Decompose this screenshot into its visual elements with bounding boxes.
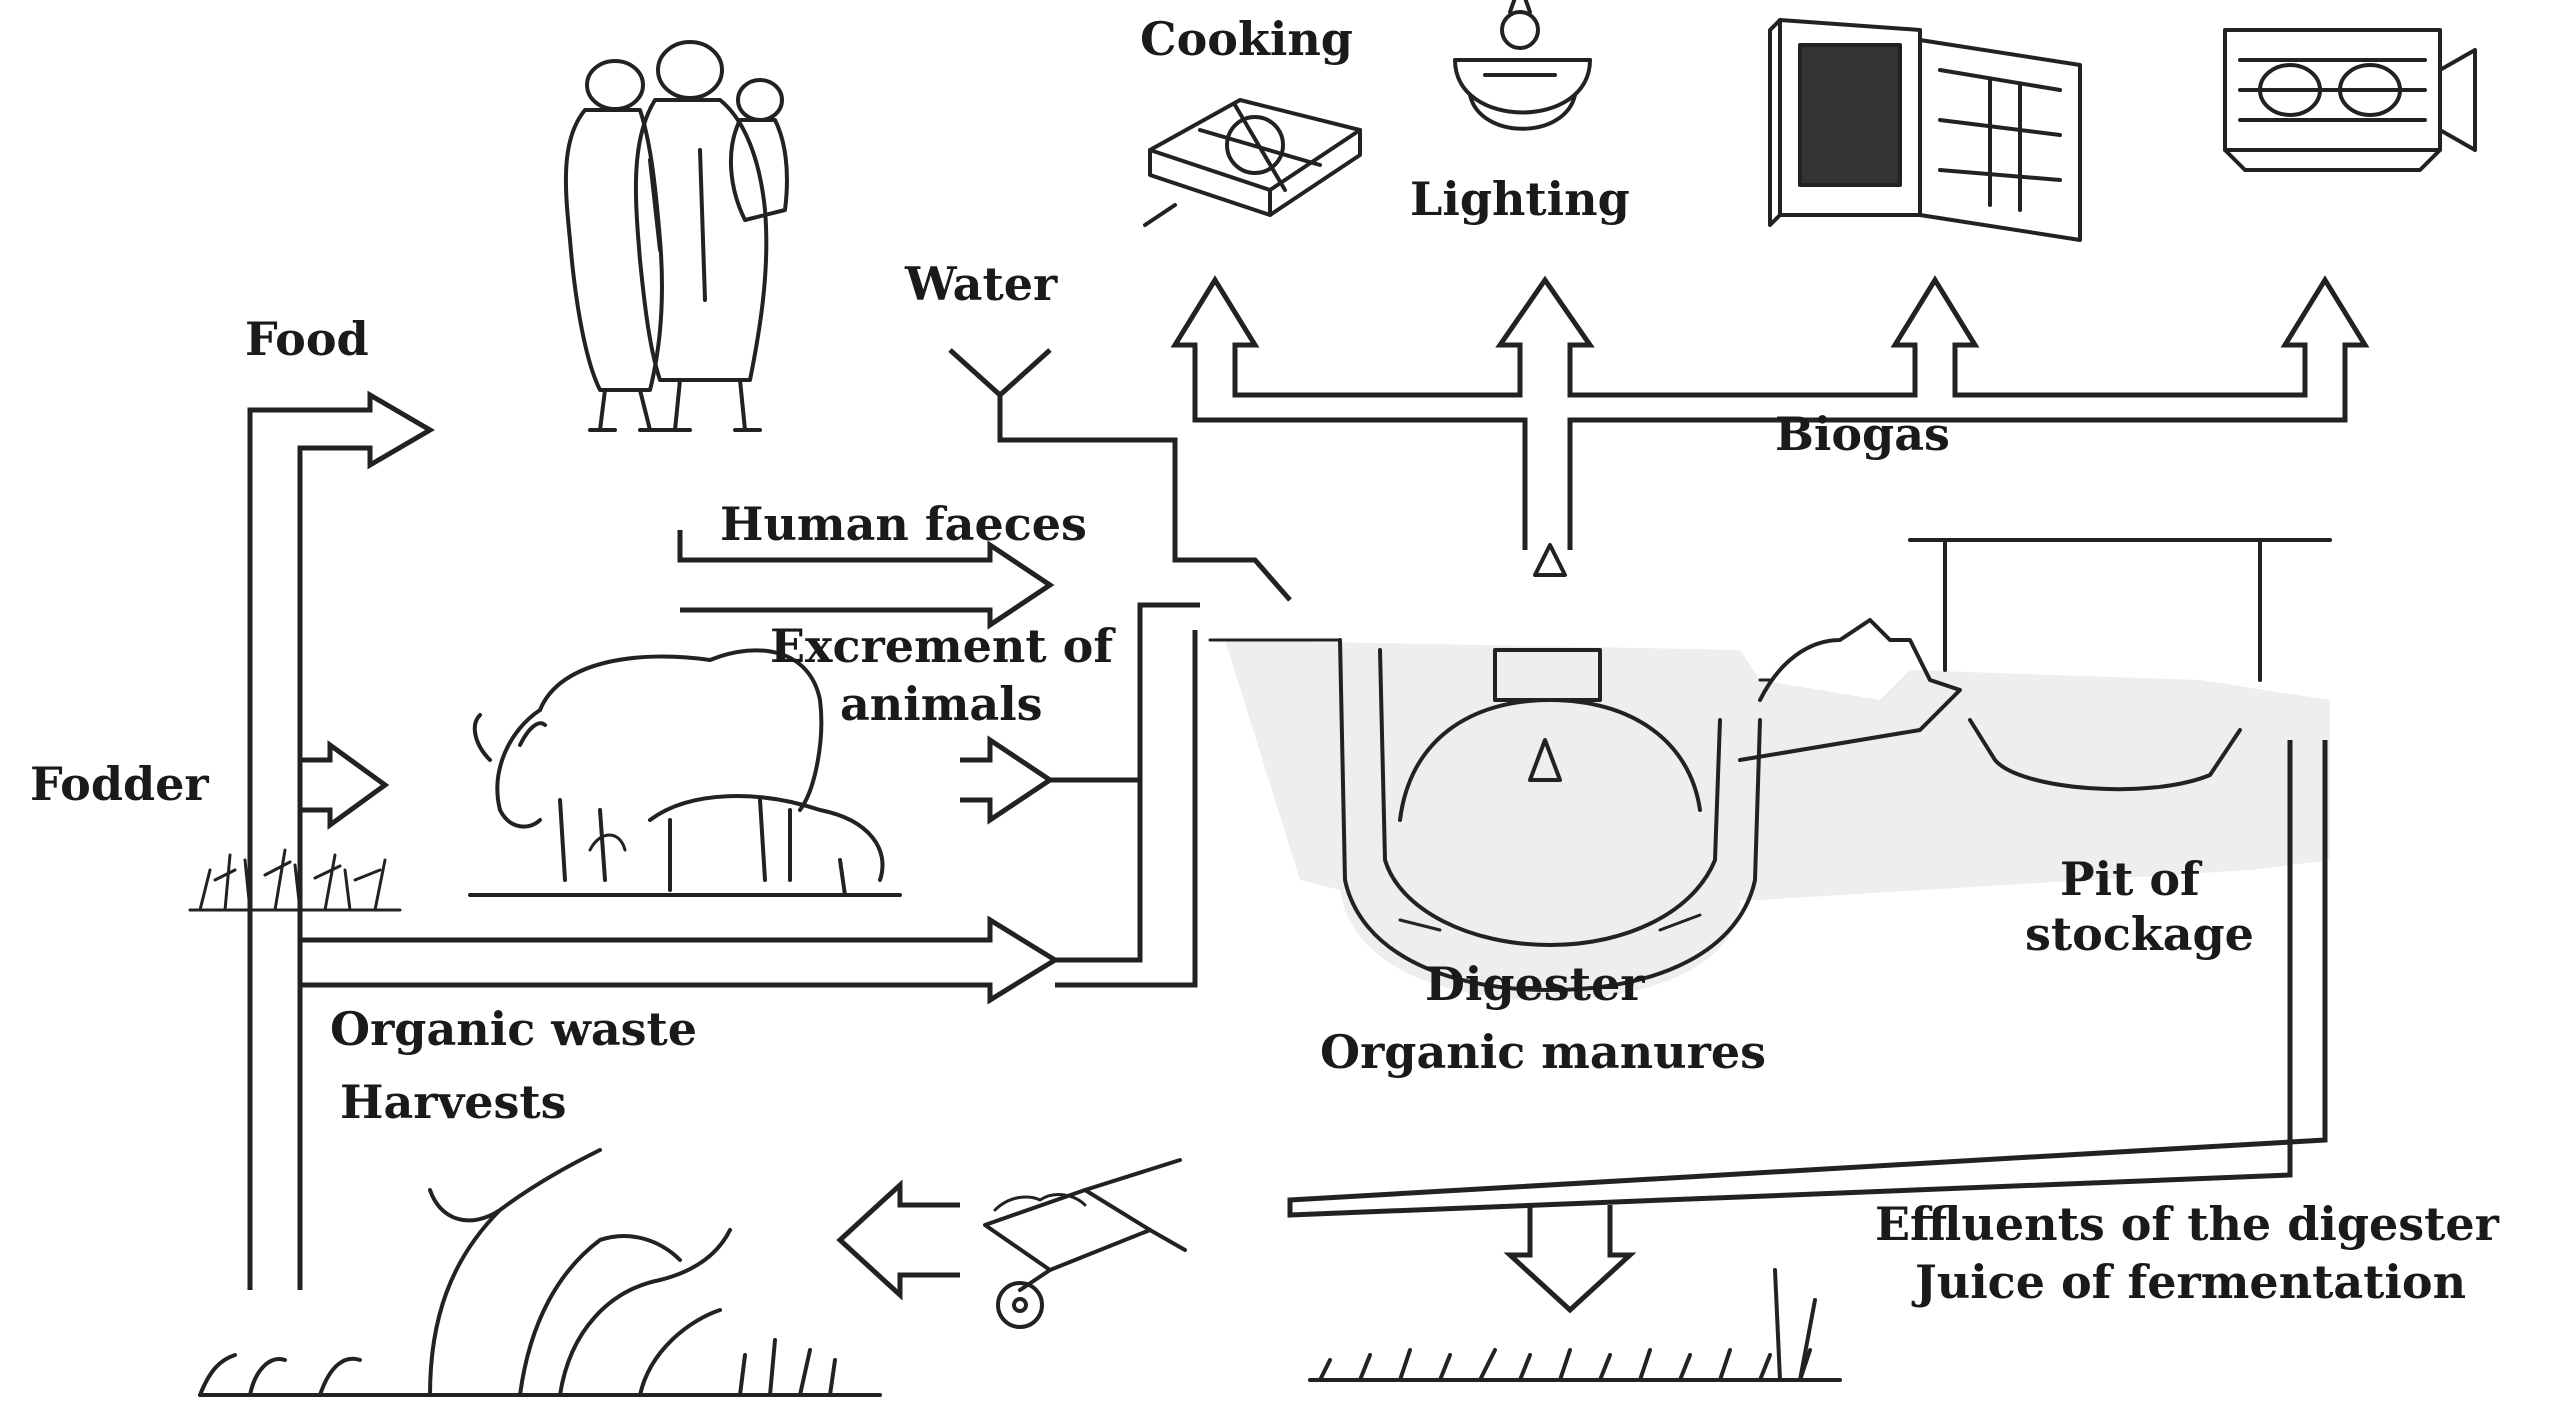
pit-label-line2: stockage [2025,907,2254,961]
digester-label: Digester [1425,957,1645,1011]
biogas-label: Biogas [1775,407,1950,461]
crops-icon [200,1150,1840,1395]
pit-label-line1: Pit of [2060,852,2203,906]
excrement-label-line2: animals [840,677,1043,731]
lamp-icon [1455,0,1590,129]
excrement-flow-arrow [960,740,1140,820]
organic-waste-label: Organic waste [330,1002,697,1056]
biogas-flow-arrow [1175,280,2365,550]
food-label: Food [245,312,369,366]
stove-icon [1145,100,1360,225]
fodder-label: Fodder [30,757,209,811]
engine-icon [2225,30,2475,170]
food-flow-arrow [250,395,430,1290]
cattle-icon [470,650,900,895]
effluents-label: Effluents of the digester [1875,1197,2500,1251]
fodder-flow-arrow [300,745,385,825]
harvest-return-arrow [840,1185,960,1295]
water-label: Water [904,257,1058,311]
lighting-label: Lighting [1410,172,1630,226]
excrement-label-line1: Excrement of [770,619,1116,673]
refrigerator-icon [1770,20,2080,240]
cooking-label: Cooking [1140,12,1353,66]
water-flow-arrow [950,350,1290,600]
family-icon [566,42,787,430]
harvests-label: Harvests [340,1075,567,1129]
human-faeces-label: Human faeces [720,497,1087,551]
juice-label: Juice of fermentation [1911,1255,2466,1309]
grass-icon [190,850,400,910]
organic-manures-label: Organic manures [1320,1025,1766,1079]
wheelbarrow-icon [985,1160,1185,1327]
